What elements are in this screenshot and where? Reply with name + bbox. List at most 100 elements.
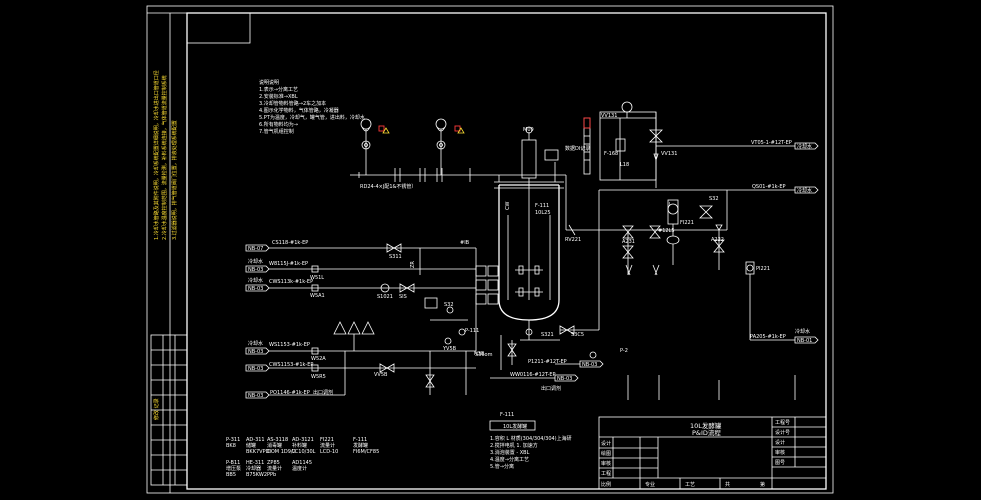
- svg-text:PA205-#1k-EP: PA205-#1k-EP: [750, 334, 786, 340]
- svg-text:A231: A231: [622, 239, 635, 245]
- svg-text:出口调剂: 出口调剂: [541, 385, 561, 392]
- svg-text:数据DI记录: 数据DI记录: [565, 145, 590, 152]
- svg-text:VV5B: VV5B: [374, 372, 388, 378]
- svg-text:2.安装标准→XBL: 2.安装标准→XBL: [259, 93, 298, 100]
- svg-text:WW0116-#12T-EP: WW0116-#12T-EP: [510, 372, 556, 378]
- inner-frame: [186, 12, 827, 490]
- svg-text:ZR: ZR: [410, 261, 416, 268]
- svg-text:4.温度→分离工艺: 4.温度→分离工艺: [490, 456, 529, 463]
- svg-text:P&ID流程: P&ID流程: [692, 428, 721, 437]
- svg-text:VV131: VV131: [661, 151, 677, 157]
- svg-text:发酵罐: 发酵罐: [353, 442, 368, 449]
- svg-text:S1021: S1021: [377, 294, 393, 300]
- svg-text:I: I: [669, 202, 670, 208]
- svg-text:CWS1153-#1k-EP: CWS1153-#1k-EP: [269, 362, 313, 368]
- svg-text:补料罐: 补料罐: [292, 442, 307, 449]
- svg-text:NB-03: NB-03: [582, 362, 597, 368]
- svg-text:RD24-4×J配1&不锈管）: RD24-4×J配1&不锈管）: [360, 183, 416, 190]
- svg-text:2.冷却水温度控制范围，流量检测，补料系统连接，气体管道流量: 2.冷却水温度控制范围，流量检测，补料系统连接，气体管道流量控制系统: [161, 75, 168, 240]
- svg-text:ZP85: ZP85: [267, 460, 280, 466]
- svg-text:LCD-10: LCD-10: [320, 449, 338, 455]
- corner-box: [186, 12, 251, 44]
- bottom-piping: N38 WW0116-#12T-EP NB-03 出口调剂 P1211-#12T…: [425, 248, 796, 400]
- svg-text:1.表示→分离工艺: 1.表示→分离工艺: [259, 86, 298, 93]
- svg-text:出口调剂: 出口调剂: [313, 389, 333, 396]
- svg-text:3.过滤器说明，排气管道阀门位置，排液处理系统配置: 3.过滤器说明，排气管道阀门位置，排液处理系统配置: [171, 120, 178, 240]
- svg-text:W52A: W52A: [311, 356, 326, 362]
- svg-text:6.所有物料均为→: 6.所有物料均为→: [259, 121, 298, 128]
- top-filters: RD24-4×J配1&不锈管）: [350, 118, 487, 190]
- svg-text:冷却水: 冷却水: [248, 340, 263, 347]
- svg-text:流量计: 流量计: [320, 442, 335, 449]
- svg-text:SIS: SIS: [399, 294, 407, 300]
- top-right-line: VV131 VT05-1-#12T-EP 冷却水: [649, 112, 819, 188]
- svg-text:S321: S321: [541, 332, 554, 338]
- revision-table: 修改 记录: [150, 334, 188, 486]
- svg-text:审核: 审核: [601, 460, 611, 467]
- svg-text:工艺: 工艺: [685, 482, 695, 488]
- svg-text:AS-3118: AS-3118: [267, 437, 288, 443]
- svg-text:FI6M/CF85: FI6M/CF85: [353, 449, 379, 455]
- svg-text:冷却水: 冷却水: [797, 143, 812, 150]
- svg-text:#12L5: #12L5: [658, 228, 675, 234]
- svg-text:P-2: P-2: [620, 348, 628, 354]
- svg-text:S36om: S36om: [475, 352, 493, 358]
- svg-text:W5A1: W5A1: [310, 293, 325, 299]
- svg-text:冷却水: 冷却水: [248, 258, 263, 265]
- notes-block: 说明说明 1.表示→分离工艺 2.安装标准→XBL 3.冷却管物料管路→2车之加…: [259, 79, 365, 135]
- svg-text:BK8: BK8: [226, 443, 236, 449]
- title-block: 10L发酵罐 P&ID流程 工程号 设计号 设计 审核 图号 设计 绘图 审核 …: [598, 416, 827, 490]
- svg-text:10L发酵罐: 10L发酵罐: [503, 423, 527, 430]
- svg-text:F-168: F-168: [604, 151, 618, 157]
- svg-text:AD-3121: AD-3121: [292, 437, 314, 443]
- svg-text:3.消泡装置 - XBL: 3.消泡装置 - XBL: [490, 449, 530, 456]
- svg-text:共: 共: [725, 481, 730, 488]
- svg-text:设计: 设计: [775, 439, 785, 446]
- svg-text:L18: L18: [620, 162, 629, 168]
- svg-text:第: 第: [760, 481, 765, 488]
- svg-text:S32: S32: [444, 302, 454, 308]
- svg-text:VV131: VV131: [601, 113, 617, 119]
- svg-text:流量计: 流量计: [267, 465, 282, 472]
- svg-text:S311: S311: [389, 254, 402, 260]
- svg-text:AD1145: AD1145: [292, 460, 312, 466]
- svg-text:M09: M09: [523, 127, 534, 133]
- svg-text:B75KW2PPb: B75KW2PPb: [246, 472, 276, 478]
- svg-text:NB-03: NB-03: [557, 376, 572, 382]
- fermenter-vessel: F-111 10L25 CW M09: [475, 126, 564, 341]
- svg-text:P1211-#12T-EP: P1211-#12T-EP: [528, 359, 567, 365]
- top-right-column: VV131 数据DI记录 F-168 L18: [565, 101, 657, 181]
- svg-text:P-311: P-311: [226, 437, 240, 443]
- svg-text:10L发酵罐: 10L发酵罐: [690, 421, 722, 430]
- svg-text:WS1153-#1k-EP: WS1153-#1k-EP: [269, 342, 310, 348]
- svg-text:审核: 审核: [775, 449, 785, 456]
- svg-text:绘图: 绘图: [601, 450, 611, 457]
- svg-text:设计号: 设计号: [775, 429, 790, 436]
- left-lines: NB-07 CS118-#1k-EP S311 #IB ZR NB-03 冷却水…: [245, 240, 479, 399]
- svg-text:图号: 图号: [775, 460, 785, 466]
- svg-text:1.容积 L 材质(304/304/304)上: 1.容积 L 材质(304/304/304)上海研: [490, 435, 572, 442]
- svg-text:F-111: F-111: [353, 437, 367, 443]
- equipment-list: P-311 AD-311 AS-3118 AD-3121 FI221 F-111…: [226, 437, 379, 478]
- svg-text:冷却水: 冷却水: [795, 328, 810, 335]
- svg-text:5.管→分离: 5.管→分离: [490, 463, 514, 470]
- svg-text:储罐: 储罐: [246, 442, 256, 449]
- svg-text:比例: 比例: [601, 481, 611, 488]
- svg-text:YV5B: YV5B: [442, 346, 457, 352]
- svg-text:工程号: 工程号: [775, 419, 790, 426]
- svg-text:10L25: 10L25: [535, 210, 551, 216]
- svg-text:F-111: F-111: [535, 203, 549, 209]
- svg-text:CS118-#1k-EP: CS118-#1k-EP: [272, 240, 308, 246]
- svg-text:修改 记录: 修改 记录: [153, 398, 160, 420]
- svg-text:S3C5: S3C5: [571, 332, 584, 338]
- svg-text:FI221: FI221: [680, 220, 694, 226]
- svg-text:DOM 1D9/2: DOM 1D9/2: [267, 449, 296, 455]
- svg-text:1.冷却水管路及其附件说明，冷却系统配置详细说明，冷却水进出: 1.冷却水管路及其附件说明，冷却系统配置详细说明，冷却水进出口管道口径: [153, 70, 160, 240]
- svg-text:NB-03: NB-03: [248, 366, 263, 372]
- right-line-qs01: QS01-#1k-EP 冷却水: [565, 175, 819, 330]
- svg-text:专业: 专业: [645, 481, 655, 488]
- svg-text:VT05-1-#12T-EP: VT05-1-#12T-EP: [751, 140, 792, 146]
- svg-text:BB5: BB5: [226, 472, 236, 478]
- svg-text:S32: S32: [709, 196, 719, 202]
- svg-text:5.PT为温度，冷却气，罐气管，进出料，冷却水: 5.PT为温度，冷却气，罐气管，进出料，冷却水: [259, 114, 365, 121]
